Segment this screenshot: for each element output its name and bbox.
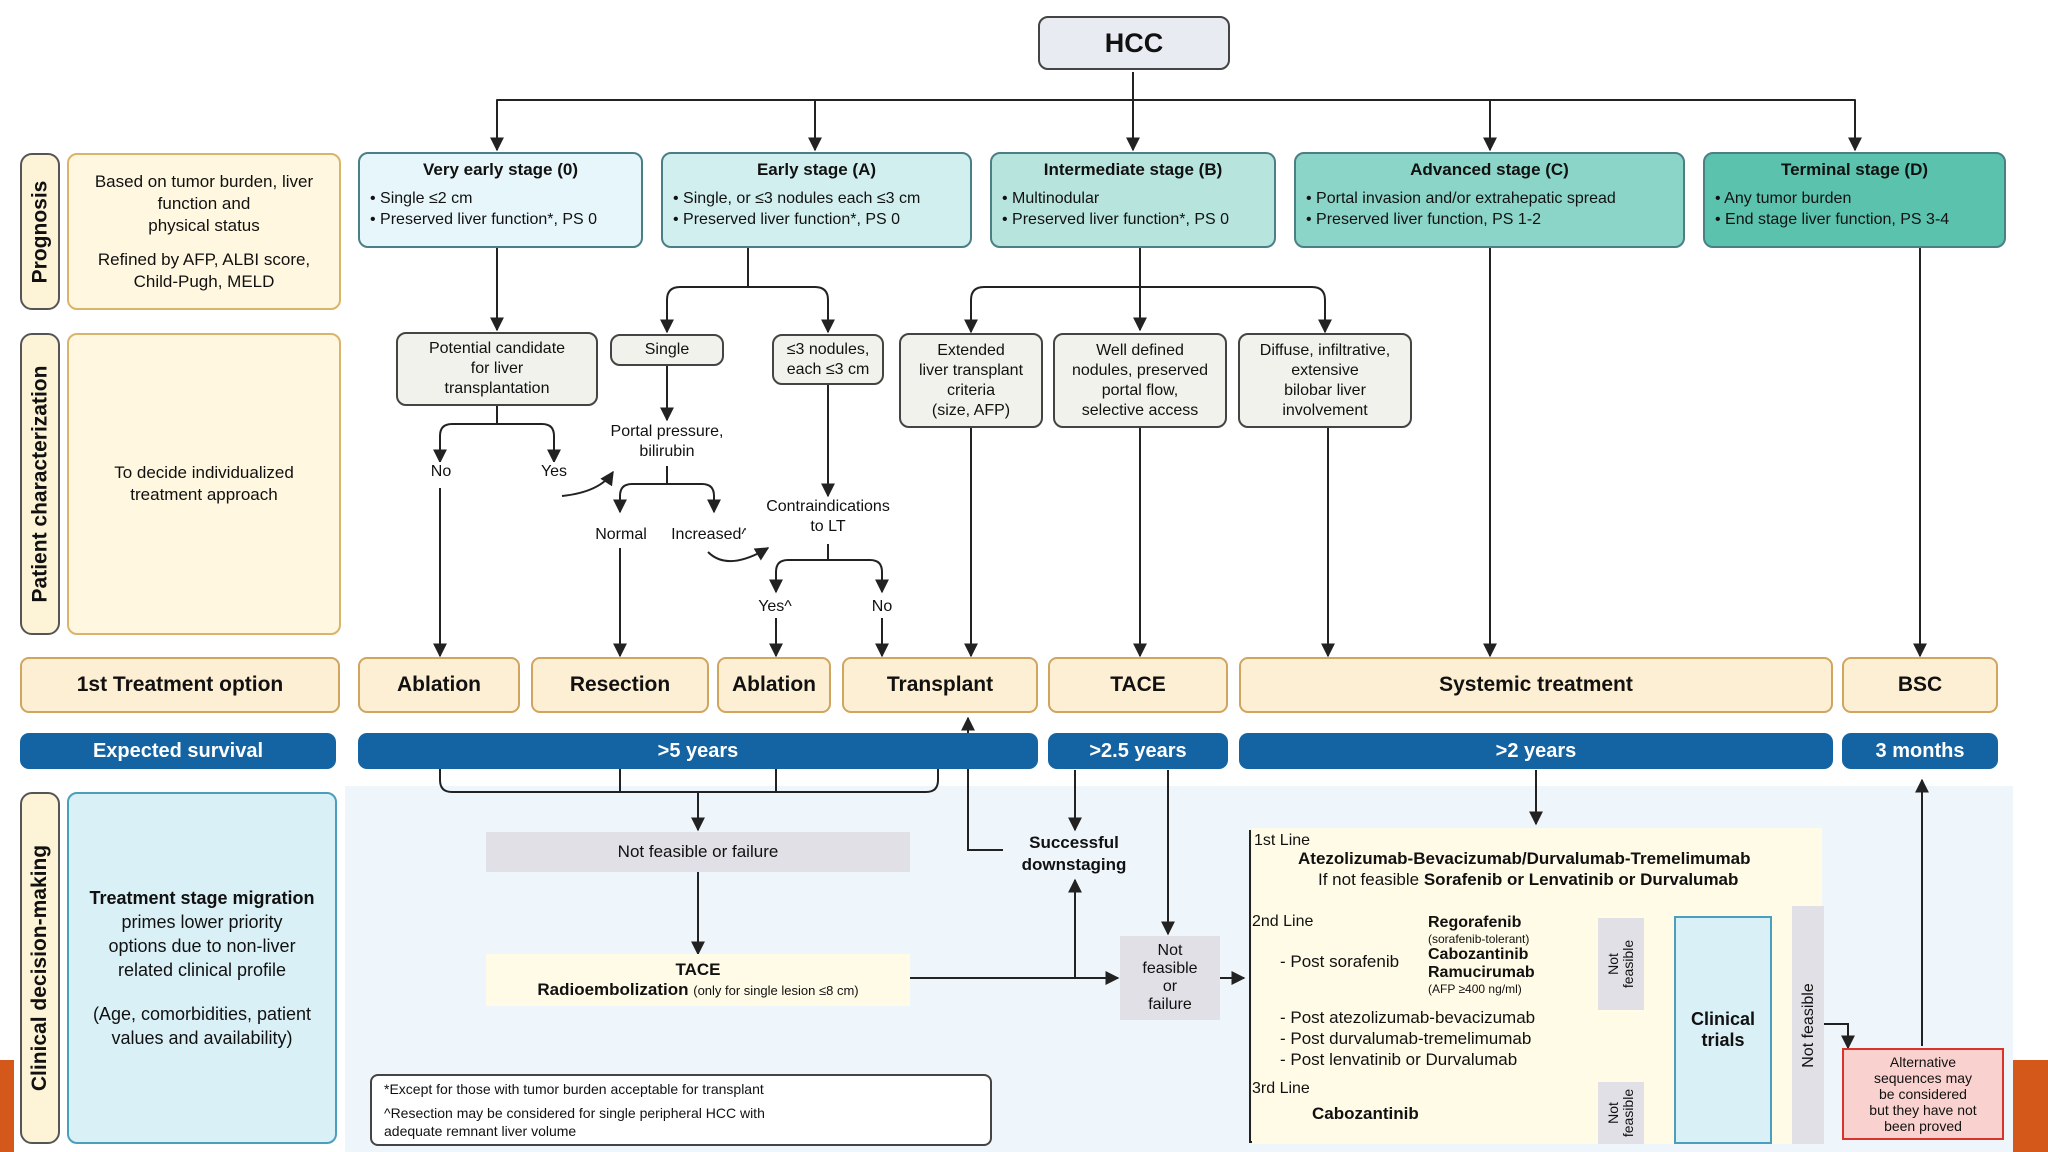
not-feasible-or-failure-tace: Not feasible or failure xyxy=(1120,936,1220,1020)
section-patient-characterization: Patient characterization xyxy=(20,333,60,635)
treatment-bsc: BSC xyxy=(1842,657,1998,713)
treatment-ablation-2: Ablation xyxy=(717,657,831,713)
third-line-label: 3rd Line xyxy=(1252,1080,1310,1097)
post-durvalumab: - Post durvalumab-tremelimumab xyxy=(1280,1029,1532,1048)
alternative-sequences-box: Alternative sequences may be considered … xyxy=(1842,1048,2004,1140)
treatment-systemic: Systemic treatment xyxy=(1239,657,1833,713)
not-feasible-third-line: Not feasible xyxy=(1598,1082,1644,1144)
not-feasible-tall: Not feasible xyxy=(1792,906,1824,1144)
post-atezolizumab: - Post atezolizumab-bevacizumab xyxy=(1280,1008,1536,1027)
box-diffuse: Diffuse, infiltrative, extensive bilobar… xyxy=(1238,333,1412,428)
label-yes-contra: Yes^ xyxy=(752,597,798,617)
box-extended-criteria: Extended liver transplant criteria (size… xyxy=(899,333,1043,428)
post-sorafenib: - Post sorafenib xyxy=(1280,952,1400,971)
label-increased: Increased^ xyxy=(666,525,754,545)
survival-label: Expected survival xyxy=(20,733,336,769)
prognosis-description: Based on tumor burden, liver function an… xyxy=(67,153,341,310)
survival-5-years: >5 years xyxy=(358,733,1038,769)
footnote-transplant: *Except for those with tumor burden acce… xyxy=(384,1081,764,1097)
not-feasible-or-failure: Not feasible or failure xyxy=(486,832,910,872)
clinical-trials-box: Clinical trials xyxy=(1674,916,1772,1144)
stage-early: Early stage (A) • Single, or ≤3 nodules … xyxy=(661,152,972,248)
third-line-drug: Cabozantinib xyxy=(1312,1104,1419,1123)
hcc-root-box: HCC xyxy=(1038,16,1230,70)
stage-terminal: Terminal stage (D) • Any tumor burden • … xyxy=(1703,152,2006,248)
first-treatment-label: 1st Treatment option xyxy=(20,657,340,713)
stage-advanced: Advanced stage (C) • Portal invasion and… xyxy=(1294,152,1685,248)
stage-very-early: Very early stage (0) • Single ≤2 cm • Pr… xyxy=(358,152,643,248)
box-single: Single xyxy=(610,334,724,366)
successful-downstaging: Successful downstaging xyxy=(1003,832,1145,876)
not-feasible-second-line: Not feasible xyxy=(1598,918,1644,1010)
treatment-transplant: Transplant xyxy=(842,657,1038,713)
tace-radioembolization: TACE Radioembolization (only for single … xyxy=(486,954,910,1006)
first-line-main: Atezolizumab-Bevacizumab/Durvalumab-Trem… xyxy=(1298,849,1751,868)
label-yes-candidate: Yes xyxy=(534,462,574,482)
second-line-drugs: Regorafenib (sorafenib-tolerant) Cabozan… xyxy=(1428,914,1535,996)
label-no-contra: No xyxy=(866,597,898,617)
label-no-candidate: No xyxy=(426,462,456,482)
label-portal-pressure: Portal pressure, bilirubin xyxy=(592,422,742,462)
treatment-resection: Resection xyxy=(531,657,709,713)
clinical-description: Treatment stage migration primes lower p… xyxy=(67,792,337,1144)
section-clinical-decision-making: Clinical decision-making xyxy=(20,792,60,1144)
patient-description: To decide individualized treatment appro… xyxy=(67,333,341,635)
box-nodules: ≤3 nodules, each ≤3 cm xyxy=(772,334,884,385)
survival-3-months: 3 months xyxy=(1842,733,1998,769)
footnote-resection: ^Resection may be considered for single … xyxy=(384,1105,765,1121)
section-prognosis: Prognosis xyxy=(20,153,60,310)
treatment-tace: TACE xyxy=(1048,657,1228,713)
footnotes-box: *Except for those with tumor burden acce… xyxy=(370,1074,992,1146)
survival-2-years: >2 years xyxy=(1239,733,1833,769)
hcc-root-label: HCC xyxy=(1104,27,1164,58)
post-lenvatinib: - Post lenvatinib or Durvalumab xyxy=(1280,1050,1518,1069)
box-well-defined: Well defined nodules, preserved portal f… xyxy=(1053,333,1227,428)
label-normal: Normal xyxy=(588,525,654,545)
accent-rail-left xyxy=(0,1060,14,1152)
label-contraindications: Contraindications to LT xyxy=(746,497,910,537)
first-line-label: 1st Line xyxy=(1254,832,1311,849)
first-line-alternative: If not feasible Sorafenib or Lenvatinib … xyxy=(1318,870,1739,889)
second-line-label: 2nd Line xyxy=(1252,913,1314,930)
box-candidate-transplant: Potential candidate for liver transplant… xyxy=(396,332,598,406)
accent-rail xyxy=(2013,1060,2048,1152)
stage-intermediate: Intermediate stage (B) • Multinodular • … xyxy=(990,152,1276,248)
footnote-resection-cont: adequate remnant liver volume xyxy=(384,1123,577,1139)
survival-2-5-years: >2.5 years xyxy=(1048,733,1228,769)
treatment-ablation-1: Ablation xyxy=(358,657,520,713)
